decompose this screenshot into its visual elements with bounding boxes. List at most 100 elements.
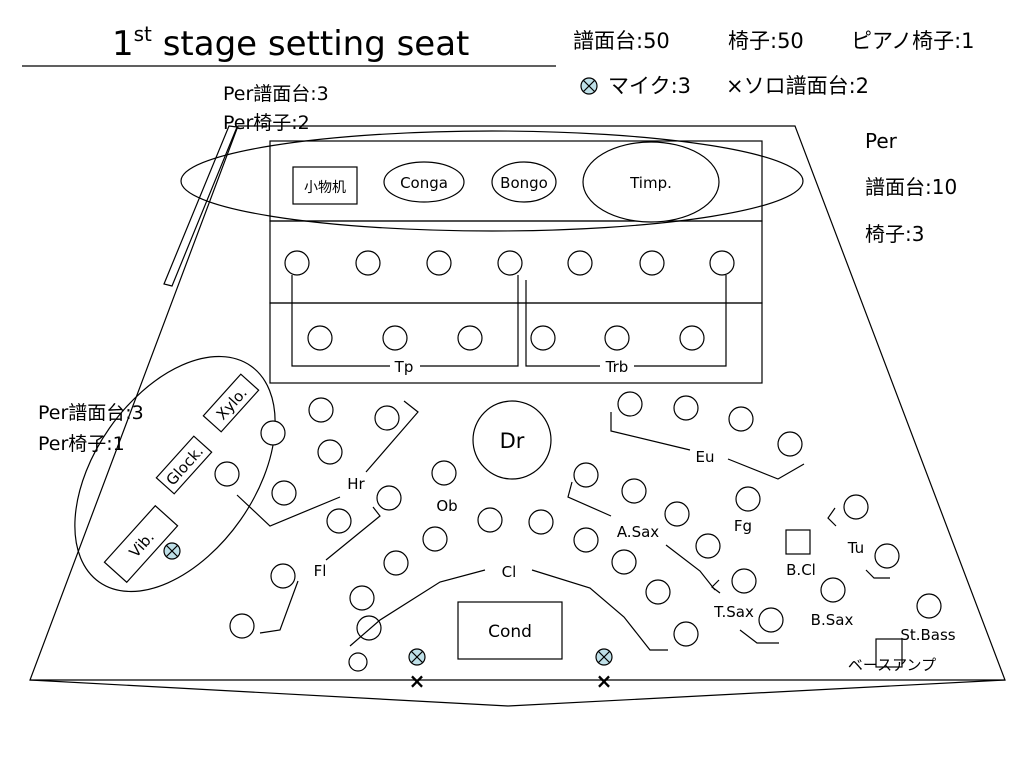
- cl-seat: [673, 621, 699, 647]
- asax-bracket-right: [665, 544, 716, 591]
- cl-label: Cl: [502, 563, 517, 581]
- eu-bracket-right: [727, 458, 805, 480]
- tu-bracket-top: [827, 507, 837, 527]
- asax-seat: [664, 501, 690, 527]
- xylophone: Xylo.: [202, 373, 260, 433]
- trb-seat: [709, 250, 735, 276]
- hr-seat: [308, 397, 334, 423]
- trb-seat: [530, 325, 556, 351]
- conga: [383, 161, 465, 203]
- conga-label: Conga: [400, 174, 448, 192]
- trb-bracket-left: [525, 280, 600, 367]
- tp-seat: [426, 250, 452, 276]
- hr-seat: [271, 480, 297, 506]
- eu-bracket-left: [610, 412, 691, 451]
- tp-bracket-left: [291, 275, 390, 367]
- hr-seat: [317, 439, 343, 465]
- asax-seat: [573, 462, 599, 488]
- trb-bracket-right: [634, 275, 727, 367]
- trb-seat: [567, 250, 593, 276]
- left-percussion-ellipse: [74, 355, 276, 593]
- total-stands: 譜面台:50: [573, 29, 670, 53]
- diagram-title: 1st stage setting seat: [112, 22, 469, 64]
- cl-seat: [573, 527, 599, 553]
- mic-legend-icon: [580, 77, 598, 95]
- small-table: [292, 166, 358, 205]
- per-right-chairs: 椅子:3: [865, 222, 924, 246]
- total-chairs: 椅子:50: [728, 29, 804, 53]
- cl-seat: [349, 585, 375, 611]
- cl-seat: [477, 507, 503, 533]
- hr-seat: [214, 461, 240, 487]
- fl-seat: [326, 508, 352, 534]
- tu-seat: [843, 494, 869, 520]
- fg-seat: [735, 486, 761, 512]
- tp-seat: [307, 325, 333, 351]
- cl-seat: [611, 549, 637, 575]
- stbass-label: St.Bass: [900, 626, 955, 644]
- asax-seat: [695, 533, 721, 559]
- timpani: [582, 141, 720, 223]
- cl-seat: [528, 509, 554, 535]
- glockenspiel: Glock.: [155, 435, 213, 495]
- eu-seat: [617, 391, 643, 417]
- stbass-seat: [916, 593, 942, 619]
- cl-bracket-right: [531, 569, 668, 651]
- tp-seat: [355, 250, 381, 276]
- per-right-stands: 譜面台:10: [865, 175, 957, 199]
- riser-bottom: [269, 302, 763, 384]
- cl-seat: [645, 579, 671, 605]
- bcl-box: [785, 529, 811, 555]
- cl-bracket-left: [349, 569, 486, 647]
- tu-seat: [874, 543, 900, 569]
- bsax-label: B.Sax: [811, 611, 854, 629]
- bsax-seat: [820, 577, 846, 603]
- hr-bracket-left: [236, 494, 341, 527]
- tu-bracket-bottom: [865, 569, 890, 579]
- legend-solo-stand: ×ソロ譜面台:2: [726, 74, 869, 98]
- hr-label: Hr: [347, 475, 365, 493]
- bass-amp-label: ベースアンプ: [848, 656, 936, 674]
- fl-bracket-upper: [325, 506, 381, 561]
- asax-seat: [621, 478, 647, 504]
- per-topleft-chairs: Per椅子:2: [223, 112, 310, 134]
- tsax-bracket-top: [711, 579, 721, 594]
- mic-icon: [163, 542, 181, 560]
- mic-icon: [595, 648, 613, 666]
- drum-label: Dr: [500, 429, 525, 453]
- piano-chair: [348, 652, 368, 672]
- hr-seat: [376, 485, 402, 511]
- tp-seat: [497, 250, 523, 276]
- trb-label: Trb: [605, 358, 629, 376]
- fl-seat: [229, 613, 255, 639]
- mic-icon: [408, 648, 426, 666]
- total-piano-chair: ピアノ椅子:1: [851, 29, 975, 53]
- asax-label: A.Sax: [617, 523, 659, 541]
- tp-bracket-right: [420, 275, 519, 367]
- fl-label: Fl: [314, 562, 327, 580]
- tsax-seat: [731, 568, 757, 594]
- tsax-seat: [758, 607, 784, 633]
- tsax-label: T.Sax: [713, 603, 754, 621]
- tp-seat: [382, 325, 408, 351]
- eu-label: Eu: [696, 448, 715, 466]
- hr-bracket-right: [365, 400, 419, 473]
- percussion-area-ellipse: [180, 130, 804, 232]
- solo-stand-mark: ×: [596, 669, 613, 693]
- bongo: [491, 161, 557, 203]
- tsax-bracket-bottom: [739, 629, 779, 644]
- stage-front-left: [29, 679, 509, 707]
- bongo-label: Bongo: [500, 174, 548, 192]
- per-right-label: Per: [865, 129, 898, 153]
- legend-mic: マイク:3: [608, 74, 691, 98]
- drum-set: [472, 400, 552, 480]
- trb-seat: [639, 250, 665, 276]
- cl-seat: [422, 526, 448, 552]
- eu-seat: [777, 431, 803, 457]
- eu-seat: [673, 395, 699, 421]
- solo-stand-mark: ×: [409, 669, 426, 693]
- cond-label: Cond: [488, 622, 532, 642]
- hr-seat: [260, 420, 286, 446]
- trb-seat: [604, 325, 630, 351]
